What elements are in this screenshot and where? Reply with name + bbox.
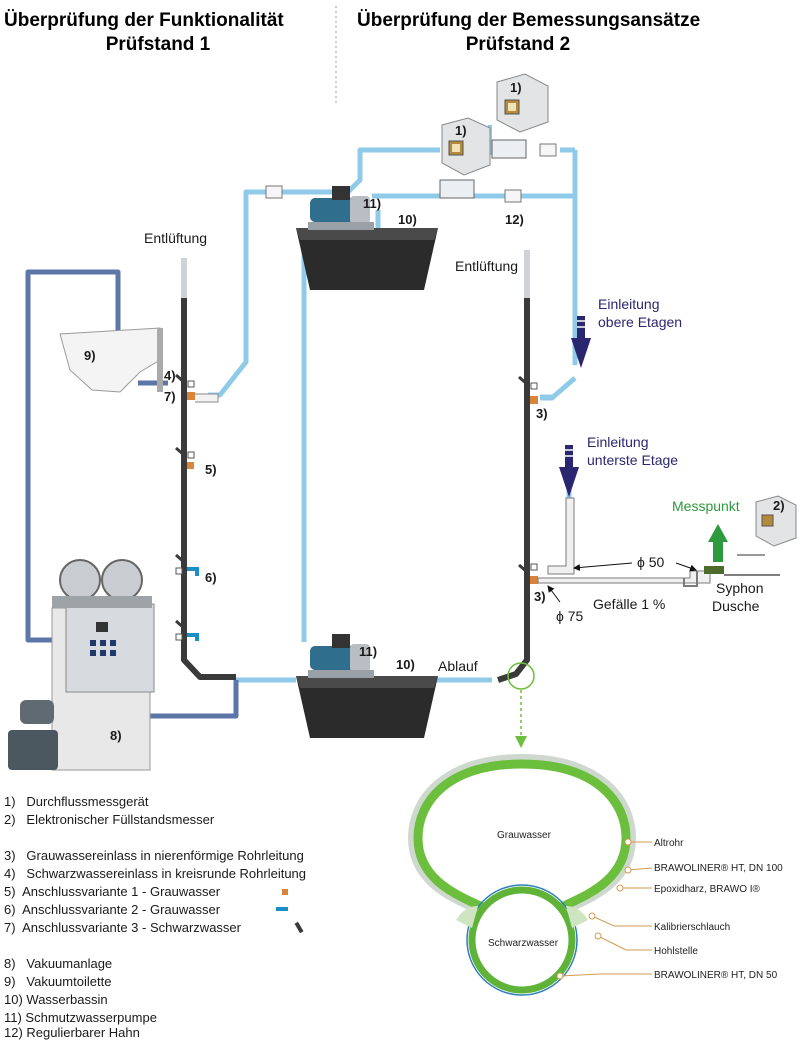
num-3-upper: 3) <box>536 406 548 421</box>
legend-item-7: 7) Anschlussvariante 3 - Schwarzwasser <box>4 920 241 935</box>
dimension-arrow-75 <box>547 585 561 603</box>
level-sensor-device <box>755 495 797 547</box>
basin-bottom <box>296 676 438 738</box>
legend-item-12: 12) Regulierbarer Hahn <box>4 1025 140 1040</box>
title-right-line2: Prüfstand 2 <box>466 34 571 55</box>
legend-item-6: 6) Anschlussvariante 2 - Grauwasser <box>4 902 221 917</box>
anschluss-5-marker <box>187 462 194 469</box>
shower-inlet-marker <box>530 576 538 584</box>
label-einleitung-unterste-2: unterste Etage <box>587 452 678 468</box>
legend-item-8: 8) Vakuumanlage <box>4 956 113 971</box>
inlet-arrow-upper <box>571 316 591 368</box>
legend-item-9: 9) Vakuumtoilette <box>4 974 112 989</box>
legend-item-4: 4) Schwarzwassereinlass in kreisrunde Ro… <box>4 866 307 881</box>
title-left-line2: Prüfstand 1 <box>106 34 211 55</box>
num-2: 2) <box>773 498 785 513</box>
legend-item-11: 11) Schmutzwasserpumpe <box>4 1010 157 1025</box>
label-gefaelle: Gefälle 1 % <box>593 596 665 612</box>
cs-altrohr: Altrohr <box>654 838 684 849</box>
flow-meter-body-lower <box>439 179 475 199</box>
cs-epoxid: Epoxidharz, BRAWO I® <box>654 884 761 895</box>
cs-liner-50: BRAWOLINER® HT, DN 50 <box>654 970 778 981</box>
title-left-line1: Überprüfung der Funktionalität <box>4 10 284 31</box>
stack-right-stubs <box>518 375 528 574</box>
anschluss-6b-marker <box>187 633 199 641</box>
cs-hohlstelle: Hohlstelle <box>654 946 698 957</box>
dimension-arrow-50b <box>675 562 697 572</box>
stack-right-white-ports <box>530 382 538 571</box>
num-1-top: 1) <box>510 80 522 95</box>
label-phi-50: ϕ 50 <box>637 554 665 570</box>
grauwasser-inlet-right-marker <box>530 396 538 404</box>
stack-left-stubs <box>175 373 185 630</box>
label-dusche: Dusche <box>712 598 760 614</box>
num-4: 4) <box>164 368 176 383</box>
stack-left <box>181 298 236 680</box>
cs-liner-100: BRAWOLINER® HT, DN 100 <box>654 863 783 874</box>
label-ablauf: Ablauf <box>438 658 478 674</box>
basin-top <box>296 228 438 290</box>
syphon <box>683 571 698 587</box>
anschluss-6-marker <box>187 567 199 576</box>
anschluss-7-marker <box>187 392 195 400</box>
title-right-line1: Überprüfung der Bemessungsansätze <box>357 10 700 31</box>
legend-item-3: 3) Grauwassereinlass in nierenförmige Ro… <box>4 848 304 863</box>
num-10-top: 10) <box>398 212 417 227</box>
cs-schwarzwasser: Schwarzwasser <box>488 938 559 949</box>
label-einleitung-unterste-1: Einleitung <box>587 434 649 450</box>
num-11-top: 11) <box>363 196 381 211</box>
stack-right <box>497 298 530 683</box>
num-5: 5) <box>205 462 217 477</box>
pump-top <box>308 186 374 230</box>
legend-item-2: 2) Elektronischer Füllstandsmesser <box>4 812 215 827</box>
flow-meter-device-mid <box>441 117 491 176</box>
label-einleitung-obere-2: obere Etagen <box>598 314 682 330</box>
pump-bottom <box>308 634 374 678</box>
valves <box>265 143 557 203</box>
vacuum-plant <box>8 559 155 771</box>
legend-blue-marker-icon <box>276 907 288 911</box>
legend-item-5: 5) Anschlussvariante 1 - Grauwasser <box>4 884 221 899</box>
flow-meter-body-upper <box>491 139 527 159</box>
messpunkt-arrow <box>708 524 728 562</box>
num-10-bottom: 10) <box>396 657 415 672</box>
shower-trap <box>704 566 724 574</box>
inlet-arrow-lower <box>559 445 579 497</box>
label-syphon: Syphon <box>716 580 763 596</box>
num-8: 8) <box>110 728 122 743</box>
num-11-bottom: 11) <box>359 644 377 659</box>
legend-item-1: 1) Durchflussmessgerät <box>4 794 149 809</box>
num-6: 6) <box>205 570 217 585</box>
vacuum-toilet <box>59 327 163 393</box>
legend-orange-marker-icon <box>282 889 288 895</box>
cs-grauwasser: Grauwasser <box>497 830 552 841</box>
label-entlueftung-right: Entlüftung <box>455 258 518 274</box>
detail-focus-circle <box>507 662 535 690</box>
label-messpunkt: Messpunkt <box>672 498 740 514</box>
cs-callout-dots <box>556 838 632 980</box>
stack-left-white-ports <box>175 380 195 641</box>
label-einleitung-obere-1: Einleitung <box>598 296 660 312</box>
num-7: 7) <box>164 389 176 404</box>
dimension-arrow-50 <box>573 562 633 571</box>
num-9: 9) <box>84 348 96 363</box>
num-3-lower: 3) <box>534 589 546 604</box>
lower-inlet-pipe <box>547 497 575 575</box>
num-12: 12) <box>505 212 524 227</box>
legend-item-10: 10) Wasserbassin <box>4 992 108 1007</box>
label-entlueftung-left: Entlüftung <box>144 230 207 246</box>
cs-callout-lines <box>559 841 653 977</box>
grauwasser-inlet-left <box>195 393 219 403</box>
water-pipes <box>208 147 578 683</box>
cross-section <box>407 753 637 996</box>
num-1-mid: 1) <box>455 123 467 138</box>
label-phi-75: ϕ 75 <box>556 608 584 624</box>
cs-kalibrierschlauch: Kalibrierschlauch <box>654 922 730 933</box>
flow-meter-device-top <box>496 73 549 133</box>
